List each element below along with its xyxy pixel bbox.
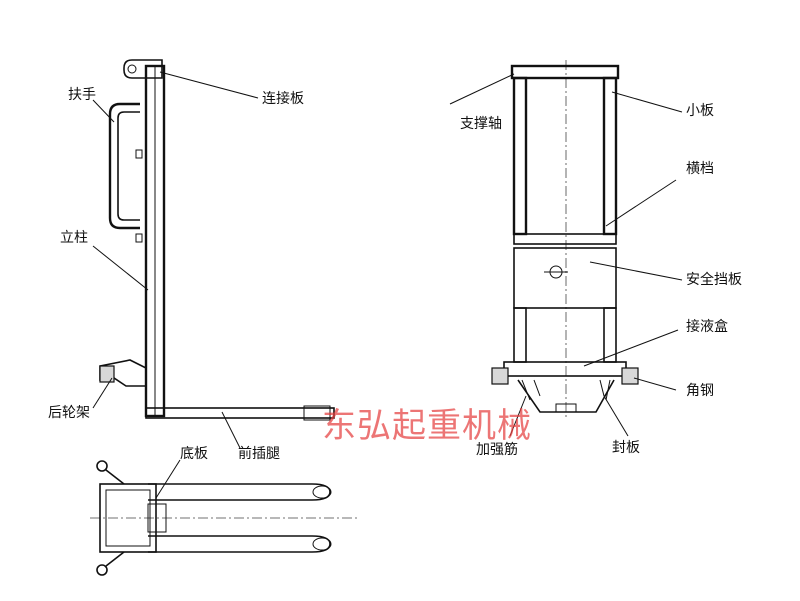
side-view bbox=[92, 59, 335, 449]
leader-line bbox=[603, 395, 629, 437]
label-small-plate: 小板 bbox=[686, 103, 714, 119]
fork-lower-wheel bbox=[312, 537, 332, 551]
leader-line bbox=[221, 411, 241, 449]
leader-line bbox=[92, 245, 149, 291]
front-view bbox=[449, 60, 683, 437]
leader-line bbox=[155, 459, 181, 499]
label-angle-steel: 角钢 bbox=[686, 383, 714, 399]
crossbar-part bbox=[513, 233, 617, 245]
leader-line bbox=[633, 377, 677, 391]
fork-tip bbox=[303, 405, 331, 421]
label-drip-tray: 接液盒 bbox=[686, 319, 728, 335]
label-connecting-plate: 连接板 bbox=[262, 91, 304, 107]
safety-guard-part bbox=[513, 247, 617, 309]
wheel-arm bbox=[105, 469, 125, 485]
label-bottom-plate: 底板 bbox=[180, 446, 208, 462]
label-crossbar: 横档 bbox=[686, 161, 714, 177]
fork-upper-wheel bbox=[312, 485, 332, 499]
drip-tray-part bbox=[503, 361, 627, 377]
rear-wheel-lower bbox=[96, 564, 108, 576]
leader-line bbox=[92, 377, 113, 409]
label-stiffener: 加强筋 bbox=[476, 442, 518, 458]
top-beam bbox=[510, 64, 620, 80]
handle-part bbox=[108, 102, 140, 230]
leader-line bbox=[509, 395, 527, 437]
bottom-plate-part bbox=[147, 503, 167, 533]
leader-line bbox=[449, 73, 515, 105]
base-foot bbox=[555, 403, 577, 413]
fork-lower bbox=[148, 535, 331, 553]
lower-left-leg bbox=[513, 307, 527, 363]
handle-inner bbox=[117, 111, 140, 221]
label-safety-guard: 安全挡板 bbox=[686, 272, 742, 288]
watermark: 东弘起重机械 bbox=[322, 406, 532, 446]
leader-line bbox=[611, 91, 683, 113]
front-fork-leg-part bbox=[145, 407, 335, 419]
pin-circle bbox=[127, 64, 137, 74]
label-support-shaft: 支撑轴 bbox=[460, 116, 502, 132]
rear-wheel-frame-shade bbox=[99, 365, 115, 383]
top-view bbox=[90, 459, 360, 576]
leader-line bbox=[605, 179, 677, 227]
label-front-fork-leg: 前插腿 bbox=[238, 446, 280, 462]
right-column bbox=[602, 76, 618, 236]
leader-line bbox=[589, 261, 683, 281]
stiffener-part bbox=[521, 379, 611, 401]
label-column: 立柱 bbox=[60, 230, 88, 246]
base-frame-inner bbox=[105, 489, 151, 547]
label-handle: 扶手 bbox=[68, 87, 96, 103]
connecting-plate-part bbox=[123, 59, 163, 79]
handle-bracket bbox=[135, 233, 143, 243]
left-column bbox=[512, 76, 528, 236]
leader-line bbox=[92, 99, 115, 123]
handle-bracket bbox=[135, 149, 143, 159]
base-frame bbox=[99, 483, 157, 553]
wheel-arm bbox=[105, 551, 125, 567]
rear-wheel-upper bbox=[96, 460, 108, 472]
label-rear-wheel-frame: 后轮架 bbox=[48, 405, 90, 421]
label-seal-plate: 封板 bbox=[612, 440, 640, 456]
angle-steel-left bbox=[491, 367, 509, 385]
fork-upper bbox=[148, 483, 331, 501]
leader-line bbox=[583, 329, 679, 367]
leader-line bbox=[159, 71, 259, 99]
angle-steel-right bbox=[621, 367, 639, 385]
